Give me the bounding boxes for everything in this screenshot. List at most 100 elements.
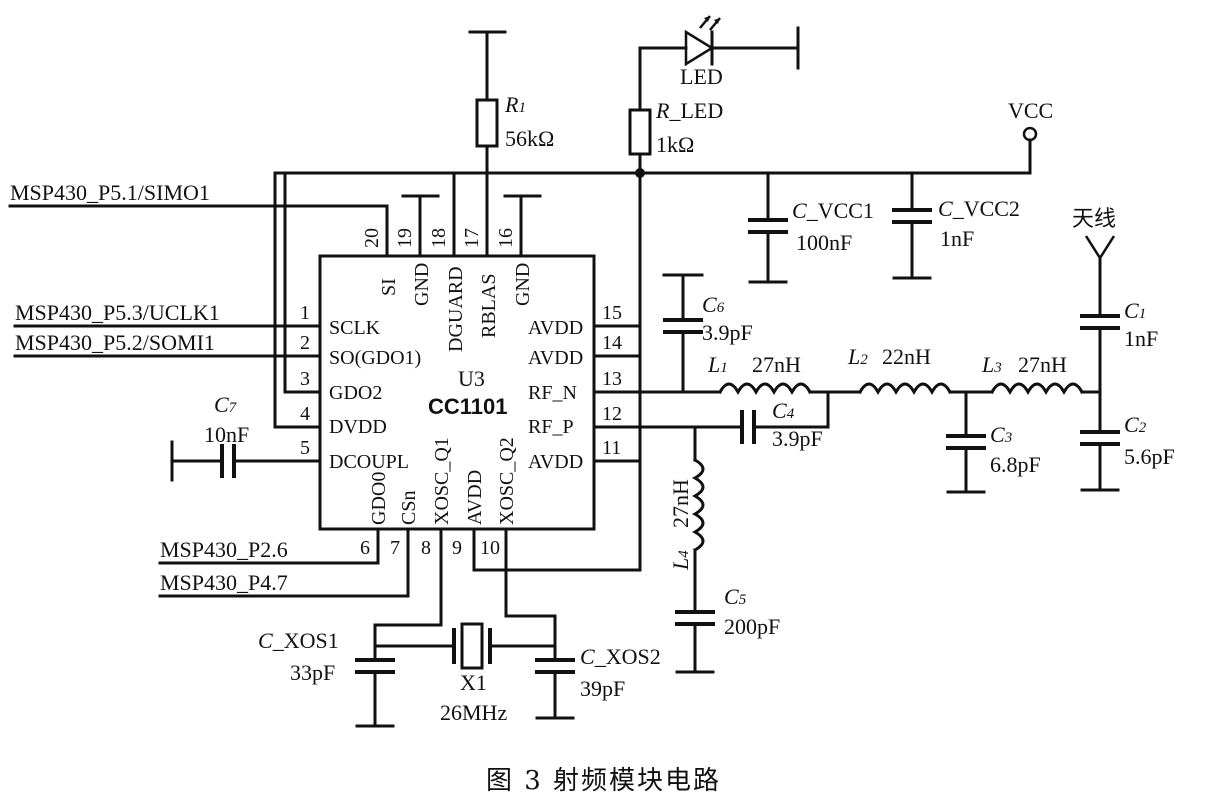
pin-1-number: 1 [300, 302, 310, 324]
rled-value: 1kΩ [656, 132, 694, 157]
pin-3-number: 3 [300, 368, 310, 390]
c3-value: 6.8pF [990, 452, 1041, 477]
l1-ref: L1 [707, 352, 728, 377]
vcc-rail [273, 126, 1038, 572]
pin-19-name: GND [411, 263, 433, 306]
cvcc1-value: 100nF [796, 230, 852, 255]
c5-capacitor [675, 610, 715, 674]
chip-part: CC1101 [428, 394, 508, 419]
right-pin-leads [592, 324, 742, 463]
cvcc2-value: 1nF [940, 226, 974, 251]
l3-inductor [989, 382, 1102, 396]
pin-11-number: 11 [602, 437, 621, 459]
top-pin-leads [385, 171, 542, 258]
x1-value: 26MHz [440, 700, 507, 725]
cxos1-ref: C_XOS1 [258, 628, 339, 653]
pin-20-name: SI [378, 278, 400, 296]
cxos2-value: 39pF [580, 676, 625, 701]
c3-ref: C3 [990, 422, 1012, 447]
pin-10-number: 10 [480, 537, 500, 559]
pin-9-name: AVDD [464, 470, 486, 525]
chip-ref: U3 [458, 366, 485, 391]
pin-17-name: RBLAS [478, 274, 500, 338]
bottom-pin-leads [376, 527, 508, 627]
l4-inductor [691, 425, 705, 614]
r1-value: 56kΩ [505, 126, 554, 151]
pin-4-name: DVDD [329, 416, 387, 438]
p47-label: MSP430_P4.7 [160, 570, 288, 595]
c7-ref: C7 [214, 392, 238, 417]
l1-value: 27nH [752, 352, 801, 377]
p26-label: MSP430_P2.6 [160, 537, 288, 562]
led-resistor [628, 46, 688, 175]
rled-ref: R_LED [655, 98, 723, 123]
antenna-symbol [1080, 235, 1120, 492]
vcc-label: VCC [1008, 98, 1053, 123]
cxos2-ref: C_XOS2 [580, 644, 661, 669]
pin-13-number: 13 [602, 368, 622, 390]
pin-18-number: 18 [428, 228, 450, 248]
c2-ref: C2 [1124, 412, 1147, 437]
pin-9-number: 9 [452, 537, 462, 559]
l4-value: 27nH [668, 479, 693, 528]
pin-3-name: GDO2 [329, 382, 382, 404]
pin-1-name: SCLK [329, 317, 381, 339]
l2-value: 22nH [882, 344, 931, 369]
cvcc1-capacitor [748, 171, 788, 284]
pin-19-number: 19 [394, 228, 416, 248]
c1-ref: C1 [1124, 298, 1146, 323]
cvcc2-ref: C_VCC2 [938, 196, 1020, 221]
c5-value: 200pF [724, 614, 780, 639]
c4-ref: C4 [772, 398, 795, 423]
pin-18-name: DGUARD [445, 266, 467, 352]
l3-value: 27nH [1018, 352, 1067, 377]
c6-capacitor [662, 273, 704, 394]
l2-ref: L2 [847, 344, 868, 369]
c4-value: 3.9pF [772, 426, 823, 451]
pin-14-name: AVDD [528, 347, 583, 369]
pin-11-name: AVDD [528, 451, 583, 473]
pin-6-name: GDO0 [368, 472, 390, 525]
c1-value: 1nF [1124, 326, 1158, 351]
pin-12-name: RF_P [528, 416, 574, 438]
figure-caption: 图 3 射频模块电路 [485, 766, 722, 796]
c3-capacitor [946, 390, 986, 494]
pin-5-name: DCOUPL [329, 451, 409, 473]
pin-4-number: 4 [300, 403, 310, 425]
pin-7-number: 7 [390, 537, 400, 559]
pin-8-number: 8 [421, 537, 431, 559]
c7-value: 10nF [204, 422, 249, 447]
led-diode [684, 15, 800, 70]
simo-label: MSP430_P5.1/SIMO1 [10, 180, 210, 205]
c4-capacitor [740, 410, 830, 444]
pin-6-number: 6 [360, 537, 370, 559]
pin-16-number: 16 [495, 228, 517, 248]
pin-2-name: SO(GDO1) [329, 347, 421, 369]
cvcc1-ref: C_VCC1 [792, 198, 874, 223]
x1-ref: X1 [460, 670, 487, 695]
l4-ref: L4 [668, 550, 693, 571]
l3-ref: L3 [981, 352, 1002, 377]
c5-ref: C5 [724, 584, 747, 609]
crystal-network [355, 614, 575, 728]
pin-8-name: XOSC_Q1 [431, 437, 453, 525]
pin-5-number: 5 [300, 437, 310, 459]
uclk-label: MSP430_P5.3/UCLK1 [15, 300, 220, 325]
pin-12-number: 12 [602, 403, 622, 425]
pin-10-name: XOSC_Q2 [496, 437, 518, 525]
l1-inductor [717, 382, 862, 429]
somi-label: MSP430_P5.2/SOMI1 [15, 330, 215, 355]
r1-resistor [468, 30, 507, 175]
c6-value: 3.9pF [702, 320, 753, 345]
pin-17-number: 17 [461, 228, 483, 248]
pin-15-number: 15 [602, 302, 622, 324]
pin-20-number: 20 [361, 228, 383, 248]
c7-capacitor [170, 440, 242, 482]
r1-ref: R1 [504, 92, 526, 117]
rf-module-schematic: U3 CC1101 20 19 18 17 16 SI GND DGUARD R… [8, 15, 1175, 728]
led-label: LED [680, 64, 723, 89]
pin-15-name: AVDD [528, 317, 583, 339]
pin-13-name: RF_N [528, 382, 577, 404]
pin-16-name: GND [512, 263, 534, 306]
cvcc2-capacitor [892, 171, 932, 280]
